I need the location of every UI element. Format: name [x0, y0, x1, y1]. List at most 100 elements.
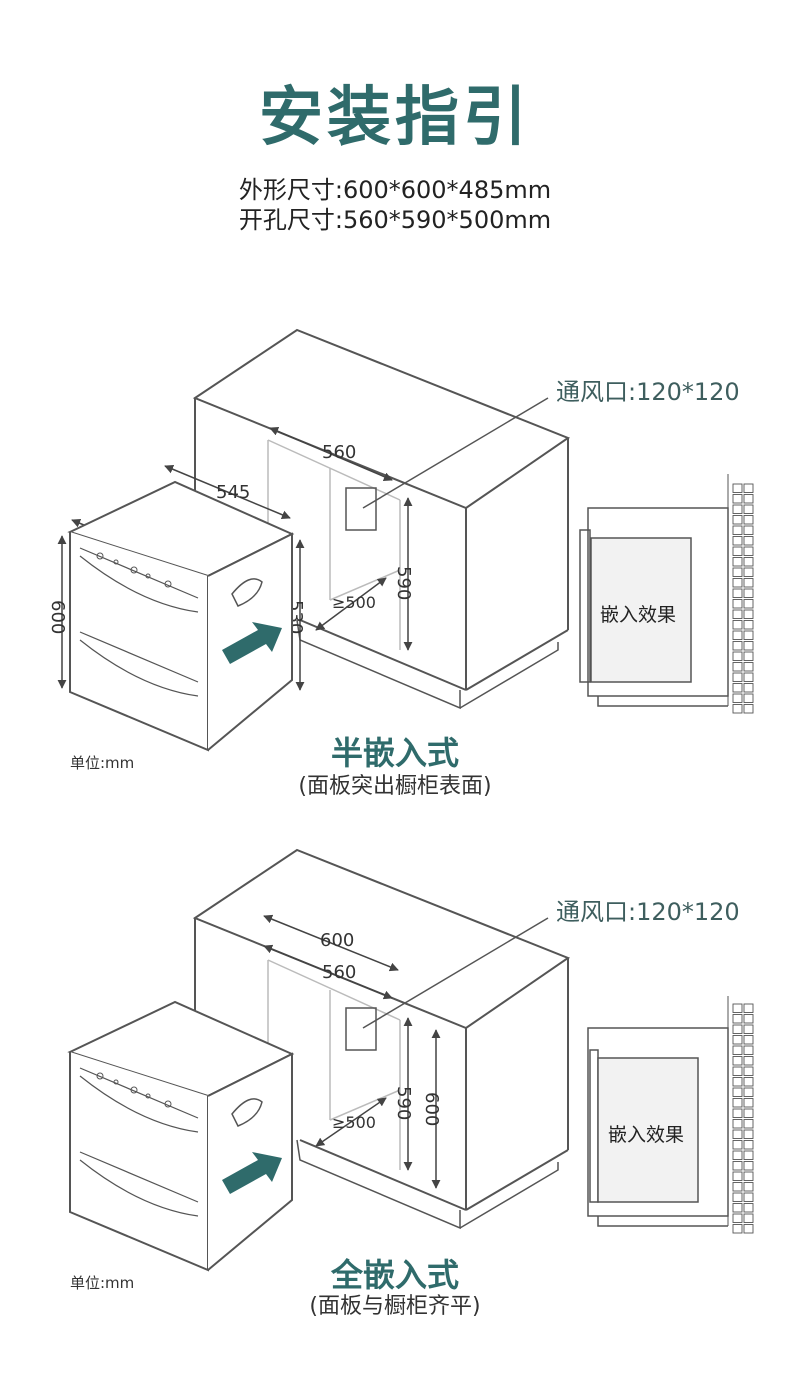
semi-appliance [67, 480, 295, 752]
page-title: 安装指引 [259, 81, 531, 155]
wall-tile [743, 609, 754, 619]
wall-tile [732, 1014, 743, 1024]
semi-vent [345, 487, 377, 531]
wall-tile [732, 1035, 743, 1045]
full-dim-600-vertical: 600 [421, 1092, 442, 1126]
wall-tile [743, 1003, 754, 1013]
full-dim-500: ≥500 [332, 1113, 376, 1132]
semi-effect-label: 嵌入效果 [600, 604, 677, 626]
full-vent [345, 1007, 377, 1051]
wall-tile [732, 1077, 743, 1087]
wall-tile [743, 1077, 754, 1087]
wall-tile [743, 1108, 754, 1118]
wall-tile [732, 1045, 743, 1055]
wall-tile [743, 1150, 754, 1160]
wall-tile [743, 1014, 754, 1024]
wall-tile [732, 1003, 743, 1013]
semi-dim-600-vertical: 600 [47, 600, 68, 634]
wall-tile [732, 1098, 743, 1108]
cutout-size-text: 开孔尺寸:560*590*500mm [238, 206, 552, 234]
wall-tile [732, 504, 743, 514]
wall-tile [743, 1087, 754, 1097]
wall-tile [732, 567, 743, 577]
wall-tile [732, 1129, 743, 1139]
wall-tile [732, 599, 743, 609]
wall-tile [732, 557, 743, 567]
wall-tile [743, 1056, 754, 1066]
wall-grid-cells [732, 483, 754, 1234]
wall-tile [743, 1161, 754, 1171]
wall-tile [743, 515, 754, 525]
wall-tile [732, 1150, 743, 1160]
wall-tile [743, 1192, 754, 1202]
wall-tile [743, 672, 754, 682]
wall-tile [732, 546, 743, 556]
wall-tile [732, 1182, 743, 1192]
wall-tile [743, 578, 754, 588]
semi-cabinet [192, 328, 571, 710]
semi-insert-arrow [222, 622, 282, 664]
wall-tile [732, 483, 743, 493]
outer-size-text: 外形尺寸:600*600*485mm [238, 176, 552, 204]
wall-tile [743, 1224, 754, 1234]
semi-section-subtitle: (面板突出橱柜表面) [298, 774, 492, 799]
wall-tile [732, 1171, 743, 1181]
semi-dim-500: ≥500 [332, 593, 376, 612]
wall-tile [743, 504, 754, 514]
wall-tile [732, 683, 743, 693]
wall-tile [743, 567, 754, 577]
wall-tile [743, 536, 754, 546]
wall-tile [732, 630, 743, 640]
wall-tile [732, 515, 743, 525]
wall-tile [743, 1129, 754, 1139]
wall-tile [732, 1024, 743, 1034]
wall-tile [732, 609, 743, 619]
wall-tile [732, 1108, 743, 1118]
wall-tile [743, 557, 754, 567]
wall-tile [743, 620, 754, 630]
wall-tile [732, 1066, 743, 1076]
wall-tile [732, 641, 743, 651]
wall-tile [743, 525, 754, 535]
wall-tile [743, 641, 754, 651]
wall-tile [732, 588, 743, 598]
full-unit-label: 单位:mm [70, 1274, 135, 1292]
full-control-dots [96, 1072, 172, 1108]
wall-tile [743, 704, 754, 714]
semi-control-dots [96, 552, 172, 588]
wall-tile [732, 662, 743, 672]
full-vent-label: 通风口:120*120 [556, 898, 740, 926]
wall-tile [732, 704, 743, 714]
semi-unit-label: 单位:mm [70, 754, 135, 772]
wall-tile [743, 1119, 754, 1129]
wall-tile [732, 693, 743, 703]
wall-tile [743, 1140, 754, 1150]
wall-tile [743, 546, 754, 556]
full-dim-590: 590 [393, 1086, 414, 1120]
wall-tile [743, 1066, 754, 1076]
wall-tile [743, 630, 754, 640]
wall-tile [732, 1140, 743, 1150]
wall-tile [743, 1203, 754, 1213]
wall-tile [732, 1213, 743, 1223]
wall-tile [732, 1203, 743, 1213]
wall-tile [732, 578, 743, 588]
wall-tile [732, 494, 743, 504]
wall-tile [743, 588, 754, 598]
full-section-subtitle: (面板与橱柜齐平) [309, 1294, 481, 1319]
wall-tile [732, 1056, 743, 1066]
wall-tile [743, 494, 754, 504]
wall-tile [743, 1035, 754, 1045]
wall-tile [732, 672, 743, 682]
wall-tile [743, 1024, 754, 1034]
full-dim-600: 600 [320, 930, 354, 951]
wall-tile [743, 599, 754, 609]
full-effect-label: 嵌入效果 [608, 1124, 685, 1146]
wall-tile [743, 683, 754, 693]
wall-tile [732, 1087, 743, 1097]
semi-dim-590: 590 [393, 566, 414, 600]
semi-dim-560: 560 [322, 442, 356, 463]
wall-tile [743, 1213, 754, 1223]
full-section-title: 全嵌入式 [330, 1256, 459, 1294]
